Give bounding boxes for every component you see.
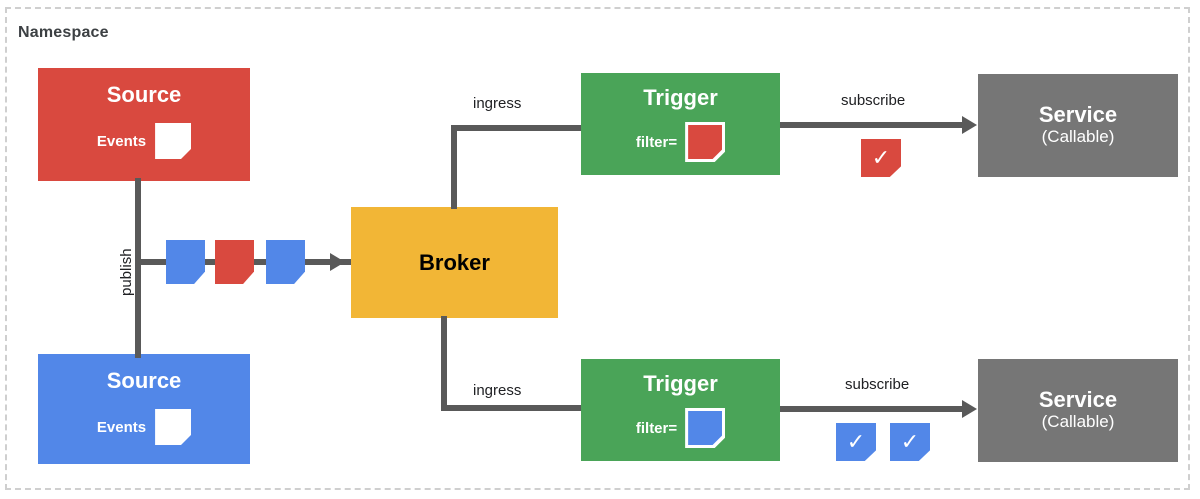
source-events-label: Events [96, 418, 147, 436]
publish-label: publish [118, 248, 135, 296]
subscription-check-card-bottom-2: ✓ [890, 423, 930, 461]
ingress-horizontal-line-bottom [441, 405, 586, 411]
trigger-box-bottom[interactable]: Trigger filter= [581, 359, 780, 461]
subscription-check-card-top-1: ✓ [861, 139, 901, 177]
event-card-icon [155, 123, 192, 159]
publish-event-card-1 [166, 240, 205, 284]
filter-card-icon [685, 122, 726, 162]
publish-arrow-head [330, 253, 345, 271]
broker-box[interactable]: Broker [351, 207, 558, 318]
subscribe-label-bottom: subscribe [845, 376, 910, 393]
publish-event-card-3 [266, 240, 305, 284]
source-title: Source [106, 368, 182, 393]
check-icon: ✓ [900, 429, 920, 454]
source-box-red[interactable]: Source Events [38, 68, 250, 181]
publish-event-card-2 [215, 240, 254, 284]
service-box-top[interactable]: Service (Callable) [978, 74, 1178, 177]
trigger-filter-label: filter= [635, 133, 678, 151]
publish-vertical-line [135, 178, 141, 358]
source-box-blue[interactable]: Source Events [38, 354, 250, 464]
event-card-icon [155, 409, 192, 445]
filter-card-icon [685, 408, 726, 448]
ingress-vertical-line-bottom [441, 316, 447, 411]
service-title: Service [1038, 102, 1118, 128]
subscription-check-card-bottom-1: ✓ [836, 423, 876, 461]
service-title: Service [1038, 387, 1118, 413]
service-box-bottom[interactable]: Service (Callable) [978, 359, 1178, 462]
subscribe-arrow-head-top [962, 116, 977, 134]
subscribe-arrow-head-bottom [962, 400, 977, 418]
trigger-title: Trigger [643, 85, 718, 110]
ingress-vertical-line-top [451, 125, 457, 209]
trigger-box-top[interactable]: Trigger filter= [581, 73, 780, 175]
ingress-horizontal-line-top [451, 125, 583, 131]
source-events-row: Events [96, 409, 192, 445]
subscribe-label-top: subscribe [841, 92, 906, 109]
ingress-label-bottom: ingress [473, 382, 522, 399]
source-title: Source [106, 82, 182, 107]
namespace-title: Namespace [18, 24, 109, 41]
check-icon: ✓ [846, 429, 866, 454]
namespace-boundary [5, 7, 1190, 490]
broker-title: Broker [419, 249, 490, 275]
source-events-row: Events [96, 123, 192, 159]
trigger-filter-label: filter= [635, 419, 678, 437]
service-subtitle: (Callable) [1041, 412, 1115, 432]
service-subtitle: (Callable) [1041, 127, 1115, 147]
trigger-filter-row: filter= [635, 122, 726, 162]
subscribe-line-top [780, 122, 968, 128]
source-events-label: Events [96, 132, 147, 150]
subscribe-line-bottom [780, 406, 968, 412]
ingress-label-top: ingress [473, 95, 522, 112]
trigger-title: Trigger [643, 371, 718, 396]
check-icon: ✓ [871, 145, 891, 170]
trigger-filter-row: filter= [635, 408, 726, 448]
